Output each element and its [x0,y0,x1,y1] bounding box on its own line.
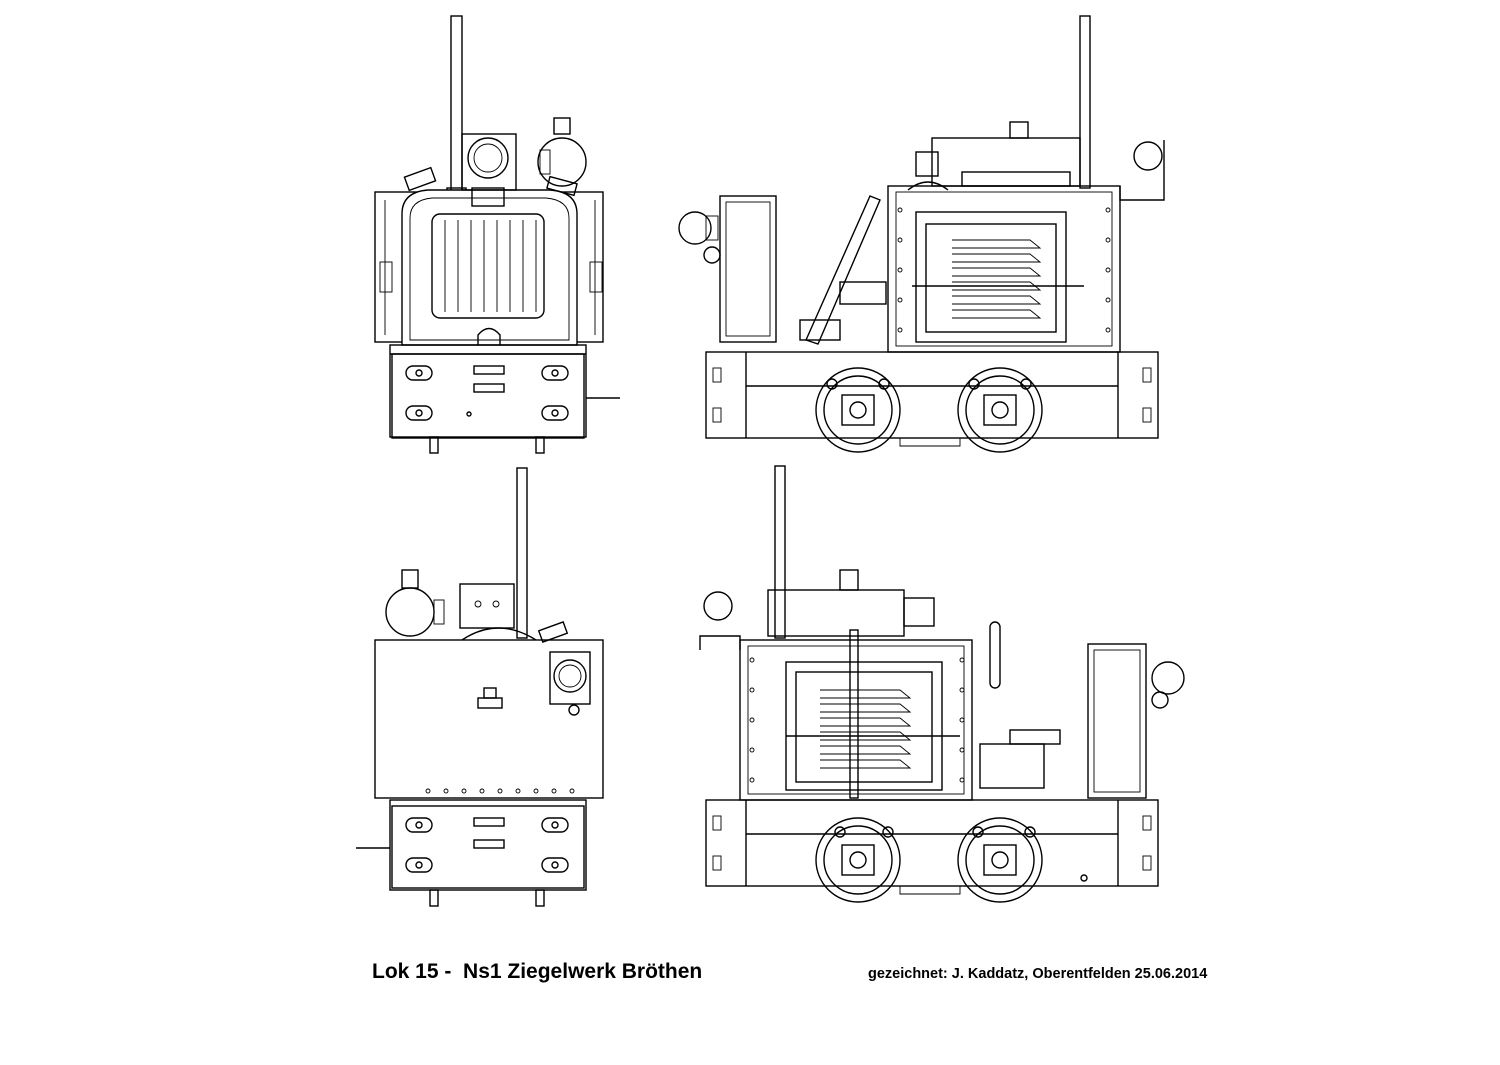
drawing-title: Lok 15 - Ns1 Ziegelwerk Bröthen [372,960,703,983]
side-view-left [678,15,1165,453]
rear-view [356,467,604,907]
front-view [374,15,620,454]
drawing-credit: gezeichnet: J. Kaddatz, Oberentfelden 25… [868,966,1208,982]
side-view-right [699,465,1185,903]
